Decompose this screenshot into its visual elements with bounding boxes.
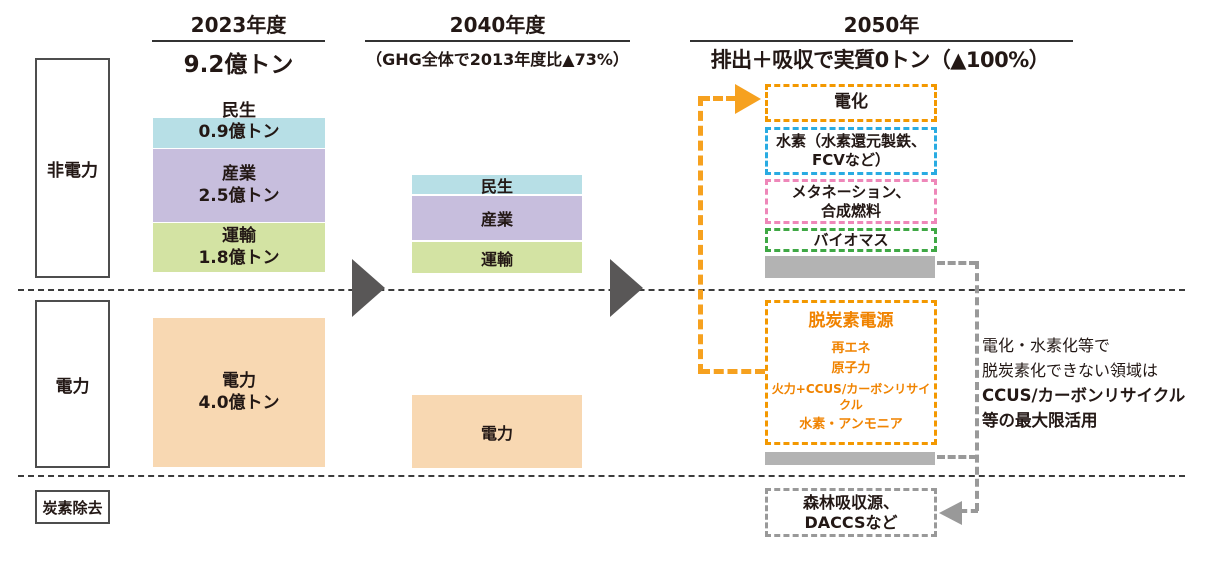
measure-methanation-line1: メタネーション、 <box>791 182 911 201</box>
bar-2023-residential-value: 0.9億トン <box>198 122 280 142</box>
bar-2040-transport-label: 運輸 <box>480 249 513 269</box>
carbon-removal-line1: 森林吸収源、 <box>802 492 899 512</box>
bar-2023-industry: 産業 2.5億トン <box>153 149 325 222</box>
bar-2023-power-value: 4.0億トン <box>198 392 280 413</box>
target-2050: 排出＋吸収で実質0トン（▲100%） <box>710 48 1050 72</box>
residual-emissions-bar-power <box>765 452 935 465</box>
bar-2040-power-label: 電力 <box>480 423 513 443</box>
electrification-arrow-top <box>700 96 736 101</box>
bar-2023-industry-label: 産業 <box>222 164 256 185</box>
measure-hydrogen-line1: 水素（水素還元製鉄、 <box>775 132 926 151</box>
measure-methanation-line2: 合成燃料 <box>820 201 881 220</box>
removal-arrow-shaft <box>960 509 978 513</box>
header-underline-2023 <box>152 40 325 42</box>
ccus-side-note: 電化・水素化等で 脱炭素化できない領域は CCUS/カーボンリサイクル 等の最大… <box>982 333 1192 433</box>
bar-2023-industry-value: 2.5億トン <box>198 185 280 206</box>
bar-2023-transport-value: 1.8億トン <box>198 247 280 268</box>
carbon-removal-line2: DACCSなど <box>804 512 898 532</box>
transition-arrow-icon-1 <box>352 259 385 317</box>
divider-power-removal <box>18 475 1185 477</box>
header-underline-2050 <box>690 40 1073 42</box>
decarbonized-power-box: 脱炭素電源 再エネ 原子力 火力+CCUS/カーボンリサイクル 水素・アンモニア <box>765 300 937 445</box>
residual-connector-bottom <box>937 455 977 459</box>
bar-2023-transport: 運輸 1.8億トン <box>153 223 325 272</box>
measure-hydrogen: 水素（水素還元製鉄、 FCVなど） <box>765 127 937 175</box>
bar-2040-transport: 運輸 <box>412 242 582 273</box>
target-2040: （GHG全体で2013年度比▲73%） <box>366 50 629 69</box>
decarbonized-power-item-nuclear: 原子力 <box>831 361 871 377</box>
bar-2040-industry-label: 産業 <box>480 210 513 229</box>
row-label-power: 電力 <box>35 300 110 468</box>
residual-connector-top <box>937 261 977 265</box>
column-header-2050: 2050年 <box>843 13 920 37</box>
bar-2023-power-label: 電力 <box>222 371 256 392</box>
decarbonized-power-item-renewables: 再エネ <box>831 340 871 356</box>
measure-biomass: バイオマス <box>765 228 937 252</box>
column-header-2040: 2040年度 <box>449 13 546 37</box>
divider-nonpower-power <box>18 289 1185 291</box>
removal-arrow-icon <box>939 501 962 525</box>
bar-2040-industry: 産業 <box>412 196 582 240</box>
carbon-removal-box: 森林吸収源、 DACCSなど <box>765 488 937 537</box>
row-label-carbon-removal: 炭素除去 <box>35 490 110 524</box>
measure-electrification: 電化 <box>765 84 937 122</box>
residual-connector-vertical <box>975 261 979 511</box>
ccus-side-note-line2: 脱炭素化できない領域は <box>982 361 1159 380</box>
bar-2023-power: 電力 4.0億トン <box>153 318 325 467</box>
measure-hydrogen-line2: FCVなど） <box>812 151 890 169</box>
residual-emissions-bar-nonpower <box>765 256 935 278</box>
transition-arrow-icon-2 <box>610 259 643 317</box>
bar-2040-residential: 民生 <box>412 175 582 196</box>
total-2023: 9.2億トン <box>183 52 294 78</box>
electrification-arrow-icon <box>735 84 761 114</box>
header-underline-2040 <box>365 40 630 42</box>
column-header-2023: 2023年度 <box>190 13 287 37</box>
row-label-non-power: 非電力 <box>35 58 110 278</box>
decarbonized-power-item-thermal-ccus: 火力+CCUS/カーボンリサイクル <box>771 381 931 412</box>
bar-2023-residential-label: 民生 <box>222 100 256 121</box>
ccus-side-note-line3: CCUS/カーボンリサイクル <box>982 386 1186 405</box>
bar-2040-residential-label: 民生 <box>480 176 513 196</box>
ccus-side-note-line1: 電化・水素化等で <box>982 336 1111 355</box>
decarbonized-power-item-hydrogen-ammonia: 水素・アンモニア <box>799 417 903 433</box>
measure-biomass-label: バイオマス <box>813 230 889 249</box>
row-label-non-power-text: 非電力 <box>47 160 98 181</box>
bar-2040-power: 電力 <box>412 395 582 468</box>
bar-2023-transport-label: 運輸 <box>222 226 256 247</box>
electrification-arrow-bottom <box>700 369 765 374</box>
ccus-side-note-line4: 等の最大限活用 <box>982 411 1098 430</box>
decarbonized-power-title: 脱炭素電源 <box>808 311 894 332</box>
measure-methanation: メタネーション、 合成燃料 <box>765 179 937 224</box>
row-label-power-text: 電力 <box>55 376 90 397</box>
measure-electrification-label: 電化 <box>834 92 868 113</box>
electrification-arrow-vertical <box>698 96 703 374</box>
bar-2023-residential: 民生 0.9億トン <box>153 101 325 148</box>
row-label-carbon-removal-text: 炭素除去 <box>42 498 103 517</box>
